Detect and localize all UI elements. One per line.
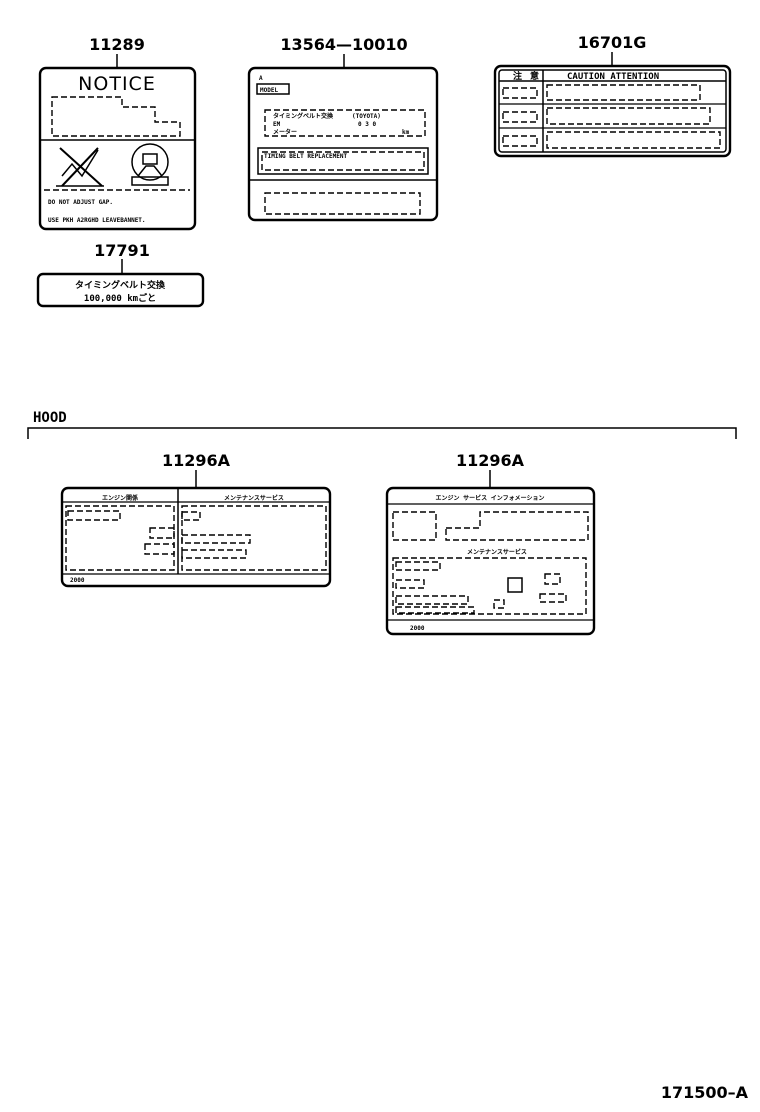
left-footer: 2000	[70, 577, 85, 584]
emission-row-2b: km	[402, 129, 410, 136]
hood-label-right: エンジン サービス インフォメーション メンテナンスサービス 2000	[385, 486, 596, 636]
hood-label-left: エンジン関係 メンテナンスサービス 2000	[60, 486, 332, 588]
part-number-11296a-left: 11296A	[162, 451, 231, 470]
hood-label: HOOD	[33, 410, 67, 426]
part-number-17791: 17791	[94, 241, 150, 260]
emission-sub-2: (TOYOTA)	[352, 113, 381, 120]
notice-line-1: DO NOT ADJUST GAP.	[48, 199, 113, 206]
emission-row-2: メーター	[273, 128, 297, 136]
timing-line-2: 100,000 kmごと	[84, 292, 156, 304]
caution-title: CAUTION ATTENTION	[567, 72, 659, 82]
caution-col-1: 注	[513, 70, 522, 82]
notice-line-2: USE PKH A2RGHD LEAVEBANNET.	[48, 217, 146, 224]
notice-title: NOTICE	[78, 73, 156, 95]
right-footer: 2000	[410, 625, 425, 632]
emission-row-1b: 0 3 0	[358, 121, 376, 128]
notice-label: NOTICE DO NOT ADJUST GAP. USE PKH A2RGHD…	[38, 66, 197, 231]
emission-sub-1: タイミングベルト交換	[273, 112, 334, 120]
emission-belt-text: TIMING BELT REPLACEMENT	[264, 153, 347, 160]
part-number-11289: 11289	[89, 35, 145, 54]
caution-label: 注 意 CAUTION ATTENTION	[493, 64, 732, 158]
emission-top-text: A	[259, 75, 263, 82]
left-header-2: メンテナンスサービス	[224, 494, 284, 502]
timing-line-1: タイミングベルト交換	[75, 279, 166, 291]
radiator-cap-icon	[131, 143, 169, 186]
right-sub-header: メンテナンスサービス	[467, 548, 527, 556]
left-header-1: エンジン関係	[102, 494, 138, 502]
part-number-13564-10010: 13564—10010	[280, 35, 407, 54]
no-tool-icon	[56, 147, 104, 187]
hood-bracket	[27, 427, 737, 439]
emission-model-box: MODEL	[260, 87, 278, 94]
part-number-11296a-right: 11296A	[456, 451, 525, 470]
text-placeholder-area	[51, 96, 181, 137]
part-number-16701g: 16701G	[578, 33, 647, 52]
timing-belt-label: タイミングベルト交換 100,000 kmごと	[36, 272, 205, 308]
emission-label: A MODEL タイミングベルト交換 (TOYOTA) EM 0 3 0 メータ…	[247, 66, 439, 222]
right-header: エンジン サービス インフォメーション	[436, 494, 545, 502]
caution-col-2: 意	[530, 70, 539, 82]
figure-code: 171500–A	[661, 1083, 749, 1102]
emission-row-1: EM	[273, 121, 281, 128]
